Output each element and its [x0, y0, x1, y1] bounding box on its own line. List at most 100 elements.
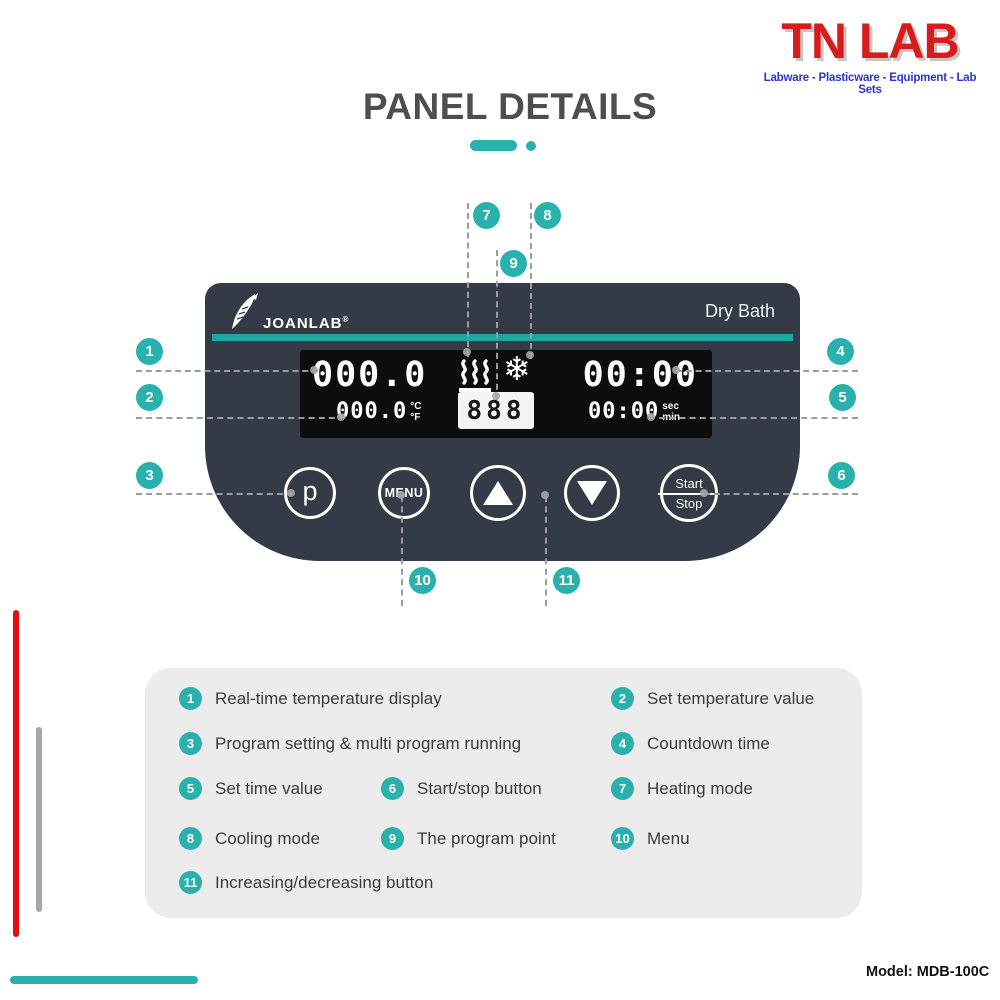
- leader-line-7: [467, 203, 469, 357]
- joanlab-logo: JOANLAB®: [225, 289, 349, 338]
- joanlab-logo-text: JOANLAB®: [263, 315, 350, 332]
- leader-line-3: [136, 493, 293, 495]
- legend-label-10: Menu: [647, 828, 690, 848]
- legend-num-3: 3: [179, 732, 202, 755]
- legend-num-1: 1: [179, 687, 202, 710]
- legend-label-1: Real-time temperature display: [215, 688, 442, 708]
- tnlab-tagline: Labware - Plasticware - Equipment - Lab …: [763, 72, 977, 96]
- decrease-button[interactable]: [564, 465, 620, 521]
- countdown-time-readout: 00:00: [582, 355, 698, 395]
- legend-item-9: 9 The program point: [381, 827, 556, 850]
- callout-3: 3: [136, 462, 163, 489]
- underline-bar: [470, 140, 517, 151]
- heating-mode-icon: [456, 357, 494, 398]
- stop-label: Stop: [675, 495, 703, 511]
- leader-dot-8: [526, 351, 534, 359]
- legend-num-5: 5: [179, 777, 202, 800]
- callout-4: 4: [827, 338, 854, 365]
- legend-label-9: The program point: [417, 828, 556, 848]
- realtime-temperature-readout: 000.0: [312, 355, 428, 395]
- down-arrow-icon: [577, 481, 607, 505]
- callout-5: 5: [829, 384, 856, 411]
- callout-9: 9: [500, 250, 527, 277]
- callout-8: 8: [534, 202, 561, 229]
- leader-line-4: [676, 370, 858, 372]
- legend-item-5: 5 Set time value: [179, 777, 323, 800]
- up-arrow-icon: [483, 481, 513, 505]
- leader-dot-1: [310, 366, 318, 374]
- legend-label-11: Increasing/decreasing button: [215, 872, 434, 892]
- page-title: PANEL DETAILS: [362, 86, 658, 127]
- legend-item-1: 1 Real-time temperature display: [179, 687, 442, 710]
- legend-item-8: 8 Cooling mode: [179, 827, 320, 850]
- legend-item-11: 11 Increasing/decreasing button: [179, 871, 433, 894]
- leader-line-5: [649, 417, 858, 419]
- leader-dot-11: [541, 491, 549, 499]
- tnlab-logo: TN LAB Labware - Plasticware - Equipment…: [758, 13, 982, 97]
- underline-dot: [526, 140, 536, 151]
- legend-item-6: 6 Start/stop button: [381, 777, 542, 800]
- legend-label-7: Heating mode: [647, 778, 753, 798]
- leader-dot-7: [463, 348, 471, 356]
- legend-label-5: Set time value: [215, 778, 323, 798]
- leader-line-9: [496, 250, 498, 400]
- legend-num-4: 4: [611, 732, 634, 755]
- set-temperature-readout: 000.0: [336, 399, 408, 424]
- teal-accent-bar: [10, 976, 198, 984]
- callout-1: 1: [136, 338, 163, 365]
- tnlab-logo-text: TN LAB: [781, 13, 959, 69]
- legend-item-4: 4 Countdown time: [611, 732, 770, 755]
- leader-dot-10: [397, 491, 405, 499]
- leader-line-8: [530, 203, 532, 359]
- lcd-display: 000.0 ❄ 00:00 000.0 °C °F: [300, 350, 712, 438]
- legend-label-3: Program setting & multi program running: [215, 733, 522, 753]
- legend-item-10: 10 Menu: [611, 827, 690, 850]
- callout-7: 7: [473, 202, 500, 229]
- model-label: Model: MDB-100C: [866, 964, 990, 980]
- legend-num-10: 10: [611, 827, 634, 850]
- start-label: Start: [675, 475, 703, 491]
- leader-dot-2: [337, 413, 345, 421]
- leader-line-6: [704, 493, 858, 495]
- legend-num-7: 7: [611, 777, 634, 800]
- legend-num-2: 2: [611, 687, 634, 710]
- legend-label-8: Cooling mode: [215, 828, 320, 848]
- leader-dot-9: [492, 392, 500, 400]
- product-name: Dry Bath: [704, 301, 775, 321]
- gray-accent-bar: [36, 727, 42, 912]
- joanlab-fish-icon: [225, 289, 269, 338]
- leader-line-2: [136, 417, 345, 419]
- leader-dot-5: [647, 413, 655, 421]
- callout-6: 6: [828, 462, 855, 489]
- legend-num-8: 8: [179, 827, 202, 850]
- legend-item-7: 7 Heating mode: [611, 777, 753, 800]
- device-panel: JOANLAB® Dry Bath 000.0 ❄ 00:00 000.0: [205, 283, 800, 561]
- program-point-readout: 888: [466, 395, 526, 426]
- legend-num-9: 9: [381, 827, 404, 850]
- callout-2: 2: [136, 384, 163, 411]
- callout-11: 11: [553, 567, 580, 594]
- legend-box: 1 Real-time temperature display 2 Set te…: [145, 668, 862, 918]
- set-time-readout: 00:00: [587, 399, 660, 424]
- leader-line-11: [545, 496, 547, 606]
- legend-label-4: Countdown time: [647, 733, 770, 753]
- legend-label-2: Set temperature value: [647, 688, 815, 708]
- time-units: sec min: [662, 401, 680, 423]
- leader-dot-3: [287, 489, 295, 497]
- start-stop-divider: [658, 493, 720, 495]
- panel-teal-strip: [212, 334, 793, 341]
- legend-num-11: 11: [179, 871, 202, 894]
- leader-dot-6: [700, 489, 708, 497]
- callout-10: 10: [409, 567, 436, 594]
- unit-celsius: °C: [410, 401, 422, 412]
- red-accent-bar: [13, 610, 19, 937]
- increase-button[interactable]: [470, 465, 526, 521]
- unit-fahrenheit: °F: [410, 412, 421, 423]
- title-underline: [470, 140, 536, 151]
- legend-item-3: 3 Program setting & multi program runnin…: [179, 732, 521, 755]
- leader-line-10: [401, 496, 403, 606]
- legend-num-6: 6: [381, 777, 404, 800]
- unit-sec: sec: [662, 401, 679, 412]
- legend-label-6: Start/stop button: [417, 778, 542, 798]
- leader-dot-4: [672, 366, 680, 374]
